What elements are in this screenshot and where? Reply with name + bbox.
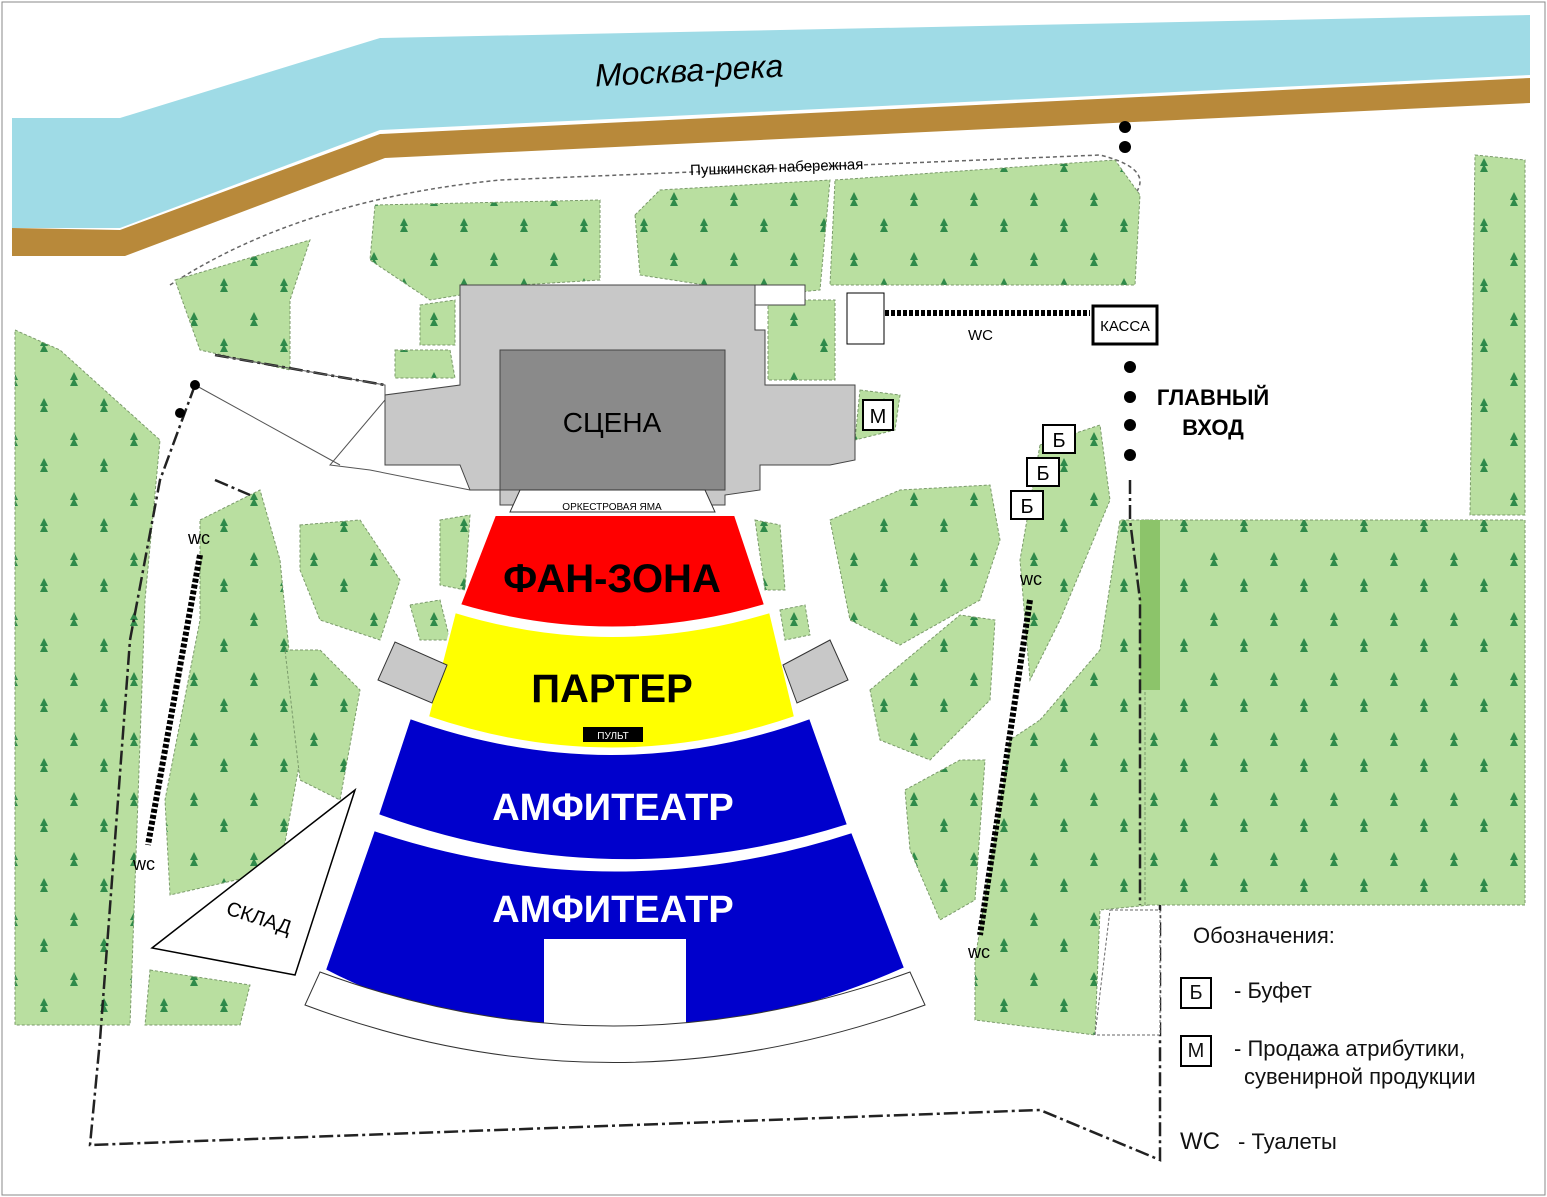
orchestra-pit <box>509 489 716 513</box>
buffets: Б Б Б <box>1010 424 1076 520</box>
wc-label-top: WC <box>968 327 993 344</box>
merch-stand <box>862 399 894 431</box>
entrance-path-dots <box>175 121 1136 461</box>
river <box>12 15 1530 228</box>
ticket-office-label: КАССА <box>1100 318 1150 335</box>
legend-merch-text-2: сувенирной продукции <box>1244 1064 1476 1089</box>
warehouse <box>150 787 357 976</box>
service-yard <box>1094 909 1161 1036</box>
amphitheatre-front-label: АМФИТЕАТР <box>492 787 734 829</box>
buffet-marker-1: Б <box>1052 430 1065 452</box>
wc-label-left-bottom: wc <box>132 854 155 874</box>
rear-walkway <box>304 971 926 1063</box>
river-bank <box>12 78 1530 256</box>
legend-row-buffet: Б - Буфет <box>1180 977 1312 1009</box>
merch-stand-label: М <box>870 406 887 428</box>
legend: Обозначения: Б - Буфет М - Продажа атриб… <box>1160 915 1530 1175</box>
parterre-label: ПАРТЕР <box>531 667 693 711</box>
stage-building-stairs <box>754 284 806 306</box>
side-block-left <box>377 641 448 704</box>
legend-merch-key: М <box>1180 1035 1212 1067</box>
stage <box>499 349 726 491</box>
fan-zone-label: ФАН-ЗОНА <box>503 557 721 601</box>
legend-wc-key: WC <box>1180 1128 1220 1155</box>
ticket-office <box>1091 304 1159 346</box>
legend-row-wc: WC - Туалеты <box>1180 1128 1337 1156</box>
legend-row-merch: М - Продажа атрибутики, сувенирной проду… <box>1180 1035 1476 1091</box>
embankment-path <box>169 154 1141 286</box>
wc-label-right-bottom: wc <box>967 942 990 962</box>
service-building <box>846 292 885 345</box>
wc-lines <box>145 310 1090 936</box>
wc-label-left-top: wc <box>187 528 210 548</box>
main-entrance-label-1: ГЛАВНЫЙ <box>1157 385 1269 410</box>
stage-label: СЦЕНА <box>563 407 662 438</box>
parterre <box>426 610 797 750</box>
main-entrance-label-2: ВХОД <box>1182 415 1244 440</box>
access-road <box>194 354 471 491</box>
park-areas <box>14 154 1526 1036</box>
sound-console-label: ПУЛЬТ <box>597 731 628 742</box>
sound-console <box>583 727 643 742</box>
amphitheatre-back-label: АМФИТЕАТР <box>492 889 734 931</box>
embankment-label: Пушкинская набережная <box>690 156 864 179</box>
orchestra-pit-label: ОРКЕСТРОВАЯ ЯМА <box>562 502 662 513</box>
legend-wc-text: - Туалеты <box>1238 1129 1337 1154</box>
legend-buffet-text: - Буфет <box>1234 978 1312 1003</box>
amphitheatre-front <box>376 716 850 862</box>
legend-title: Обозначения: <box>1193 923 1335 948</box>
buffet-marker-2: Б <box>1036 463 1049 485</box>
fan-zone <box>458 514 767 629</box>
legend-merch-text-1: - Продажа атрибутики, <box>1234 1036 1466 1061</box>
legend-buffet-key: Б <box>1180 977 1212 1009</box>
legend-merch-text: - Продажа атрибутики, сувенирной продукц… <box>1234 1035 1476 1091</box>
buffet-marker-3: Б <box>1020 496 1033 518</box>
wc-label-right-top: wc <box>1019 569 1042 589</box>
side-block-right <box>782 639 849 704</box>
